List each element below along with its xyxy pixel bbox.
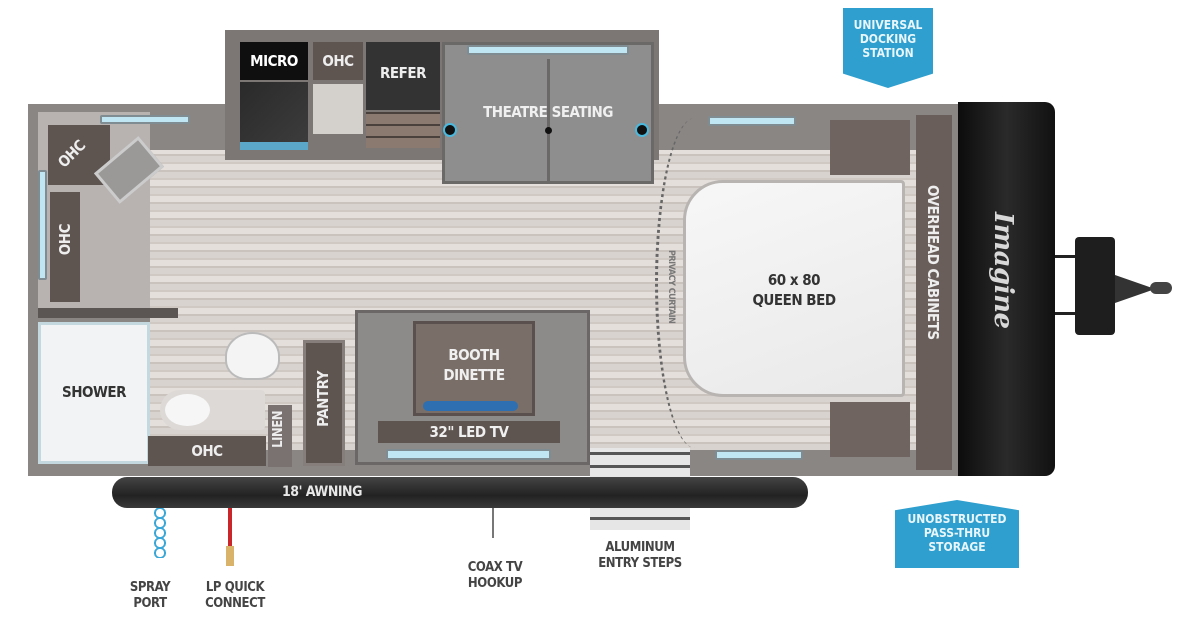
microwave: MICRO <box>240 42 308 80</box>
awning: 18' AWNING <box>112 477 808 508</box>
pantry: PANTRY <box>303 340 345 466</box>
overhead-cabinets: OVERHEAD CABINETS <box>916 115 952 470</box>
dinette-table: BOOTH DINETTE <box>413 321 535 416</box>
aluminum-entry-steps-label: ALUMINUM ENTRY STEPS <box>598 540 682 571</box>
tv-cabinet: 32" LED TV <box>378 421 560 443</box>
window <box>715 450 803 460</box>
kitchen-counter <box>313 84 363 134</box>
partition-wall <box>38 308 178 318</box>
refer-drawers <box>366 112 440 148</box>
refrigerator: REFER <box>366 42 440 110</box>
cupholder-icon <box>545 127 552 134</box>
hitch-arm <box>1055 255 1077 315</box>
linen-closet: LINEN <box>268 405 292 467</box>
coax-tv-hookup-label: COAX TV HOOKUP <box>467 560 523 591</box>
privacy-curtain-label: PRIVACY CURTAIN <box>666 250 676 324</box>
overhead-cabinet-side: OHC <box>50 192 80 302</box>
tv-icon <box>423 401 518 411</box>
front-cap: Imagine <box>958 102 1055 476</box>
pass-thru-storage-badge: UNOBSTRUCTED PASS-THRU STORAGE <box>895 500 1019 568</box>
hitch-jack <box>1075 237 1115 335</box>
bathroom-sink <box>160 390 265 430</box>
nightstand-bottom <box>830 402 910 457</box>
toilet <box>225 332 280 380</box>
spray-port-label: SPRAY PORT <box>129 580 171 611</box>
brand-logo: Imagine <box>988 212 1018 329</box>
cupholder-icon <box>445 125 455 135</box>
window <box>38 170 47 280</box>
lp-quick-connect-label: LP QUICK CONNECT <box>205 580 265 611</box>
stove <box>240 82 308 150</box>
cupholder-icon <box>637 125 647 135</box>
spray-port-hose <box>152 508 168 558</box>
universal-docking-station-badge: UNIVERSAL DOCKING STATION <box>843 8 933 88</box>
shower: SHOWER <box>38 322 150 464</box>
window <box>708 116 796 126</box>
theatre-seating: THEATRE SEATING <box>442 42 654 184</box>
queen-bed: 60 x 80 QUEEN BED <box>683 180 905 397</box>
booth-dinette: BOOTH DINETTE 32" LED TV <box>355 310 590 465</box>
seat-divider <box>547 59 550 181</box>
overhead-cabinet-kitchen: OHC <box>313 42 363 80</box>
hitch-ball <box>1150 282 1172 294</box>
lp-connector <box>226 546 234 566</box>
window <box>386 449 551 460</box>
lp-line <box>228 508 232 546</box>
window <box>467 45 629 55</box>
window <box>100 115 190 124</box>
nightstand-top <box>830 120 910 175</box>
sink-basin <box>165 394 210 426</box>
overhead-cabinet-bath: OHC <box>148 436 266 466</box>
coax-cable <box>492 508 494 538</box>
privacy-curtain <box>655 118 735 448</box>
hitch-coupler <box>1115 275 1155 303</box>
